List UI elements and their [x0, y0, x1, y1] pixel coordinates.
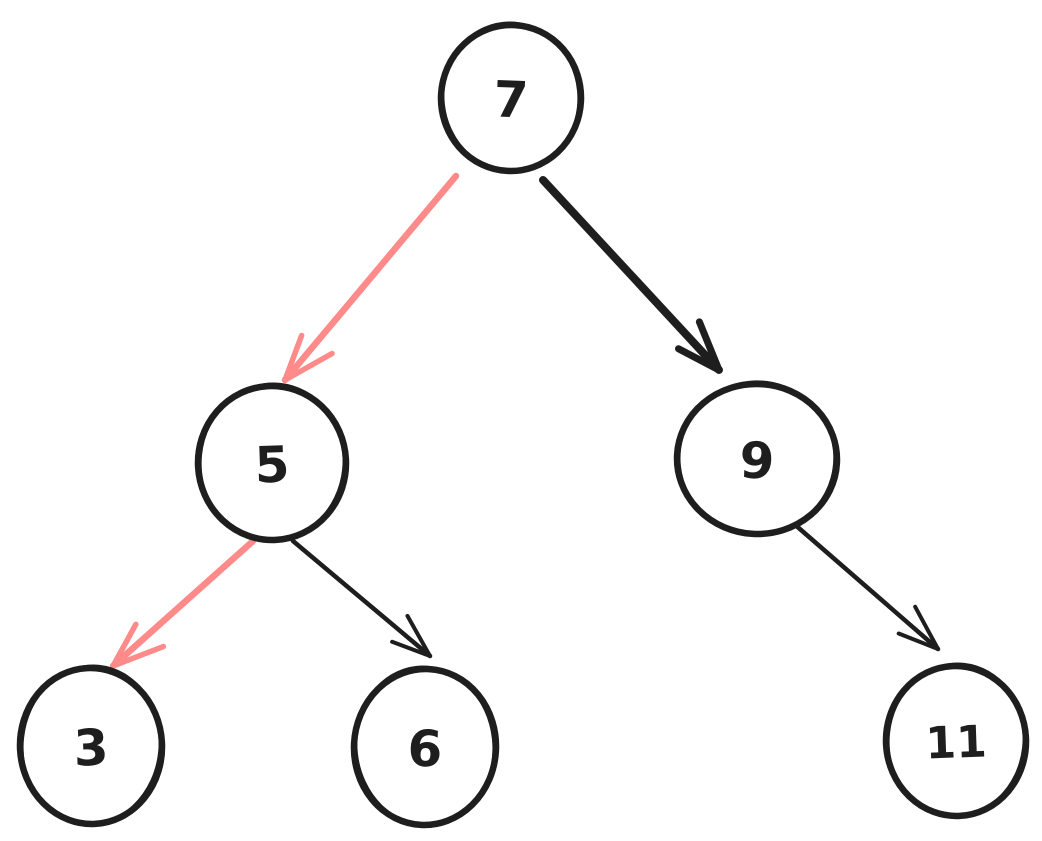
- edge-7-9: [539, 176, 723, 374]
- node-sketch-overstroke: [199, 382, 345, 542]
- edge-5-6: [290, 538, 433, 659]
- node-label-3: 3: [73, 718, 110, 777]
- tree-node-9: 9: [673, 380, 841, 538]
- tree-node-3: 3: [16, 664, 166, 828]
- node-sketch-overstroke: [887, 662, 1025, 818]
- tree-node-5: 5: [194, 382, 350, 544]
- edge-7-5-highlighted: [281, 172, 460, 384]
- node-sketch-overstroke: [21, 664, 161, 826]
- tree-node-7: 7: [437, 21, 585, 175]
- node-sketch-overstroke: [678, 380, 836, 536]
- node-label-11: 11: [925, 716, 988, 769]
- node-label-5: 5: [254, 435, 291, 494]
- node-label-7: 7: [493, 70, 530, 129]
- node-label-9: 9: [739, 431, 776, 490]
- edge-5-3-highlighted: [109, 537, 257, 670]
- node-sketch-overstroke: [355, 665, 495, 827]
- node-label-6: 6: [407, 719, 444, 778]
- node-sketch-overstroke: [442, 21, 580, 173]
- tree-node-6: 6: [350, 665, 500, 829]
- edge-9-11: [790, 520, 941, 652]
- tree-node-11: 11: [882, 662, 1030, 820]
